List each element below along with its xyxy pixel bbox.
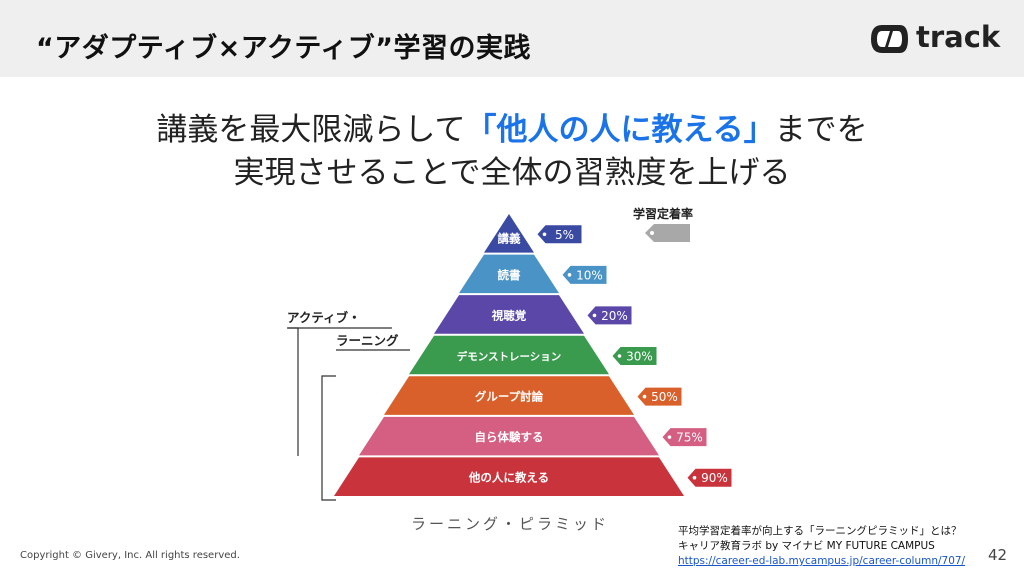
pyramid-level	[484, 214, 534, 253]
active-learning-bracket	[321, 375, 336, 501]
rate-tag-hole	[617, 354, 622, 358]
header-bar: “アダプティブ×アクティブ”学習の実践 track	[0, 0, 1024, 77]
rate-tag	[537, 225, 582, 244]
pyramid-level	[359, 416, 659, 456]
pyramid-level	[334, 457, 684, 496]
source-link[interactable]: https://career-ed-lab.mycampus.jp/career…	[678, 555, 966, 567]
active-learning-label-line2: ラーニング	[336, 333, 399, 348]
rate-tag-label: 20%	[601, 309, 628, 323]
pyramid-level	[459, 254, 559, 294]
rate-tag-hole	[692, 475, 697, 480]
rate-tag-hole	[642, 394, 647, 399]
rate-tag-label: 50%	[651, 390, 678, 404]
pyramid-level-label: 視聴覚	[491, 308, 527, 322]
rate-tag	[612, 347, 657, 365]
page-number: 42	[988, 546, 1008, 564]
rate-tag-label: 90%	[701, 471, 728, 485]
source-title: 平均学習定着率が向上する「ラーニングピラミッド」とは？	[678, 525, 962, 537]
rate-tag-hole	[592, 313, 597, 318]
rate-tag-hole	[542, 232, 547, 237]
pyramid-level-label: デモンストレーション	[457, 350, 562, 363]
track-logo-icon	[871, 25, 908, 53]
slide-title: “アダプティブ×アクティブ”学習の実践	[36, 33, 532, 64]
pyramid-level-label: 自ら体験する	[475, 430, 544, 444]
pyramid-levels: 講義 5% 読書 10% 視聴覚 20% デモンストレーション 30% グループ討論 50% 自ら体…	[334, 214, 732, 496]
headline-highlight: 「他人の人に教える」	[465, 112, 775, 148]
pyramid-level-label: 講義	[498, 231, 521, 245]
rate-tag-label: 10%	[576, 268, 603, 282]
rate-tag	[662, 428, 707, 447]
legend-label: 学習定着率	[633, 206, 693, 221]
rate-tag	[587, 306, 632, 325]
pyramid-level	[384, 376, 634, 415]
source-citation: 平均学習定着率が向上する「ラーニングピラミッド」とは？ キャリア教育ラボ by …	[678, 524, 965, 569]
legend-tag-icon	[645, 224, 690, 242]
logo-text: track	[916, 20, 1001, 54]
rate-tag-label: 75%	[676, 431, 703, 445]
headline-text-before: 講義を最大限減らして	[156, 112, 466, 148]
track-logo: track	[868, 20, 1008, 56]
pyramid-level	[434, 295, 584, 334]
headline-text-after: までを	[774, 112, 868, 148]
rate-tag-hole	[567, 273, 572, 277]
headline-line-1: 講義を最大限減らして「他人の人に教える」までを	[0, 104, 1024, 149]
rate-tag-label: 30%	[626, 350, 653, 364]
rate-tag	[562, 265, 607, 284]
headline-line-2: 実現させることで全体の習熟度を上げる	[233, 155, 791, 191]
rate-tag-label: 5%	[555, 228, 574, 242]
pyramid-level-label: 他の人に教える	[468, 471, 549, 485]
source-publisher: キャリア教育ラボ by マイナビ MY FUTURE CAMPUS	[678, 540, 935, 552]
pyramid-level	[409, 335, 609, 375]
active-learning-connector	[288, 327, 299, 456]
pyramid-level-label: グループ討論	[475, 390, 544, 404]
copyright-text: Copyright © Givery, Inc. All rights rese…	[20, 550, 240, 561]
pyramid-level-label: 読書	[498, 268, 521, 282]
rate-tag	[637, 387, 682, 406]
rate-tag-hole	[667, 435, 672, 439]
active-learning-label-line1: アクティブ・	[287, 310, 361, 325]
rate-tag	[687, 468, 732, 487]
pyramid-title: ラーニング・ピラミッド	[411, 515, 609, 533]
